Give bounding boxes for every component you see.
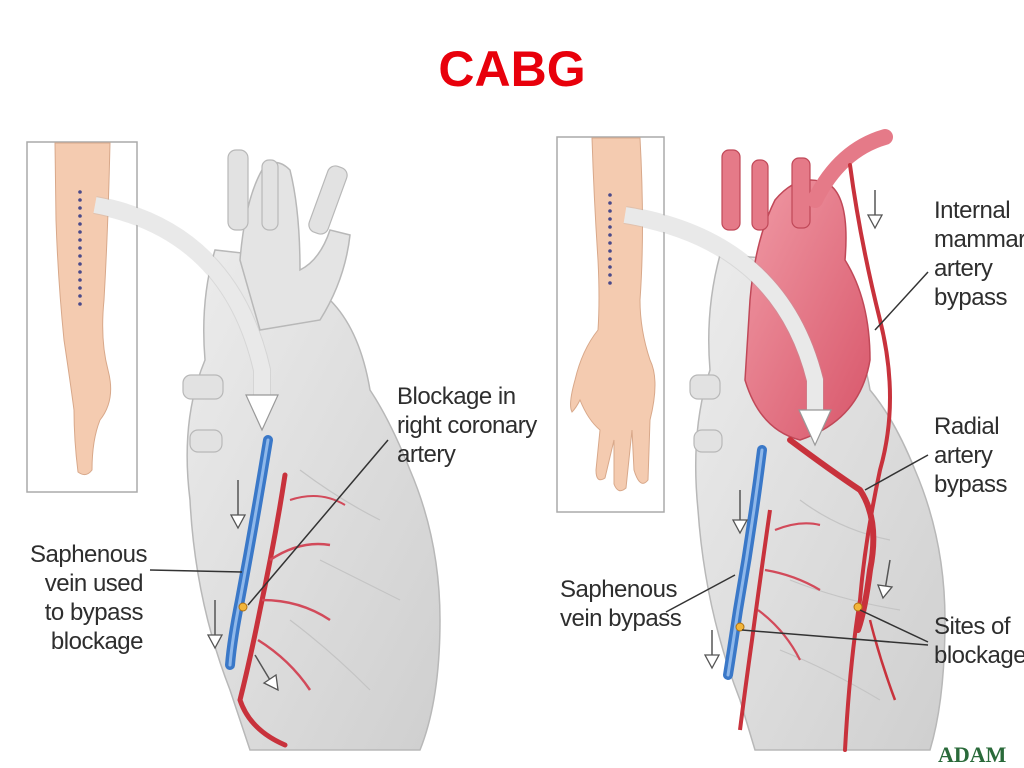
blockage-label: Blockage in right coronary artery <box>397 383 537 468</box>
blockage-marker-1 <box>735 622 745 632</box>
internal-mammary-label: Internal mammary artery bypass <box>934 197 1024 311</box>
left-diagram <box>26 141 441 751</box>
right-diagram <box>556 129 946 752</box>
saphenous-vein-used-label: Saphenous vein used to bypass blockage <box>30 541 147 655</box>
leg-illustration <box>54 142 112 476</box>
arm-incision-dots <box>608 193 612 285</box>
blockage-marker-2 <box>853 602 863 612</box>
graft-arrow <box>93 197 270 400</box>
sites-of-blockage-label: Sites of blockage <box>934 613 1024 669</box>
radial-artery-graft <box>787 437 877 633</box>
internal-mammary-artery <box>843 163 892 752</box>
page-title: CABG <box>438 41 586 97</box>
internal-mammary-artery-branch <box>807 129 893 208</box>
heart-gray <box>186 249 441 751</box>
incision-dots <box>78 190 82 306</box>
saphenous-vein-bypass-label: Saphenous vein bypass <box>560 576 682 632</box>
blockage-marker <box>238 602 248 612</box>
right-coronary-artery <box>237 472 288 748</box>
graft-arrow-right <box>623 207 823 415</box>
adam-logo: ADAM <box>938 742 1007 767</box>
arm-illustration <box>570 137 656 492</box>
radial-artery-label: Radial artery bypass <box>934 413 1008 498</box>
aorta-red <box>744 179 871 441</box>
